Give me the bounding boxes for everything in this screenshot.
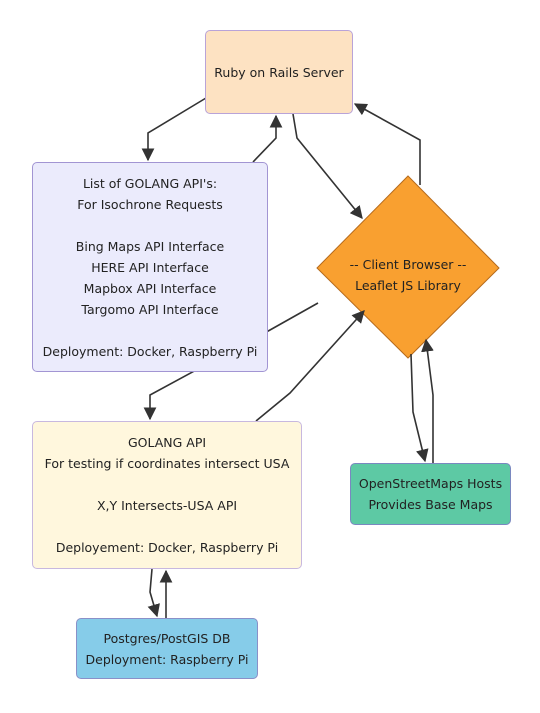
golang-api-description: For testing if coordinates intersect USA — [44, 456, 290, 471]
osm-description: Provides Base Maps — [368, 497, 493, 512]
rails-server-node: Ruby on Rails Server — [205, 30, 353, 114]
edge-client-to-osm — [410, 353, 429, 463]
golang-list-here: HERE API Interface — [91, 259, 209, 275]
golang-list-deployment: Deployment: Docker, Raspberry Pi — [42, 343, 258, 359]
edge-rails-to-golang-list — [141, 97, 207, 162]
client-browser-library: Leaflet JS Library — [355, 278, 461, 293]
client-browser-node: -- Client Browser -- Leaflet JS Library — [318, 210, 498, 340]
edge-golang-list-to-rails — [252, 114, 283, 163]
edge-golang-api-to-client — [255, 310, 365, 422]
postgres-deployment: Deployment: Raspberry Pi — [85, 651, 249, 667]
golang-list-bing: Bing Maps API Interface — [75, 238, 225, 254]
golang-intersect-api-node: GOLANG API For testing if coordinates in… — [32, 421, 302, 569]
postgres-title: Postgres/PostGIS DB — [103, 630, 231, 646]
golang-api-name: X,Y Intersects-USA API — [96, 498, 238, 513]
edge-osm-to-client — [421, 338, 434, 463]
golang-api-title: GOLANG API — [127, 435, 207, 450]
client-browser-title: -- Client Browser -- — [349, 257, 467, 272]
golang-list-targomo: Targomo API Interface — [81, 301, 219, 317]
edge-rails-to-client — [292, 113, 363, 219]
openstreetmaps-node: OpenStreetMaps Hosts Provides Base Maps — [350, 463, 511, 525]
edge-client-to-rails — [353, 103, 421, 185]
golang-api-list-node: List of GOLANG API's: For Isochrone Requ… — [32, 162, 268, 372]
golang-api-deployment: Deployement: Docker, Raspberry Pi — [55, 540, 279, 555]
golang-list-mapbox: Mapbox API Interface — [83, 280, 217, 296]
golang-list-subtitle: For Isochrone Requests — [77, 196, 223, 212]
postgres-db-node: Postgres/PostGIS DB Deployment: Raspberr… — [76, 618, 258, 679]
osm-title: OpenStreetMaps Hosts — [358, 476, 503, 491]
golang-list-title: List of GOLANG API's: — [82, 175, 218, 191]
edge-golang-api-to-postgres — [147, 568, 160, 618]
rails-server-label: Ruby on Rails Server — [214, 64, 344, 80]
